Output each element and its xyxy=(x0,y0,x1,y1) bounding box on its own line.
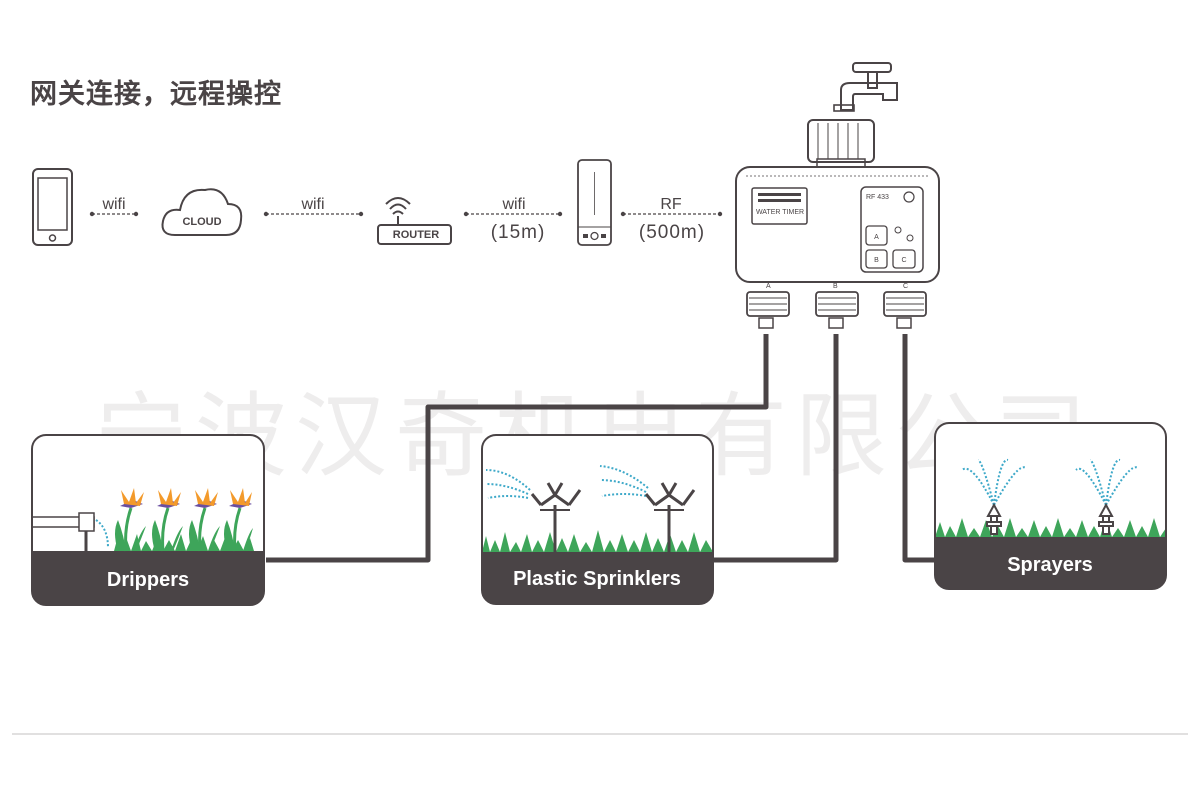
link-range: (15m) xyxy=(491,222,546,243)
cloud-label: CLOUD xyxy=(182,216,221,228)
router-label: ROUTER xyxy=(393,229,440,241)
timer-panel-label: WATER TIMER xyxy=(756,209,804,216)
outlet-c xyxy=(883,291,927,329)
scene-sprayers: Sprayers xyxy=(934,422,1167,590)
outlet-label: A xyxy=(766,283,771,290)
timer-button-b xyxy=(865,249,888,269)
scene-label: Drippers xyxy=(107,569,189,591)
water-timer-device: WATER TIMER RF 433 A B C A B C xyxy=(735,119,940,329)
outlet-a xyxy=(746,291,790,329)
sprayer-nozzle xyxy=(1098,502,1114,535)
link-label: wifi xyxy=(300,196,324,213)
link-range: (500m) xyxy=(639,222,705,243)
outlet-label: B xyxy=(833,283,838,290)
scene-plastic-sprinklers: Plastic Sprinklers xyxy=(481,434,714,605)
flower-plant xyxy=(189,488,220,552)
link-label: RF xyxy=(660,196,682,213)
link-router-gateway: wifi (15m) xyxy=(463,196,563,243)
hose-to-sprayers xyxy=(902,334,936,563)
timer-button-c xyxy=(892,249,916,269)
outlet-b xyxy=(815,291,859,329)
sprinkler-head xyxy=(644,482,696,552)
sprayer-nozzle xyxy=(986,502,1002,535)
scene-label: Sprayers xyxy=(1007,554,1093,576)
timer-button-label: B xyxy=(874,257,879,264)
rf-label: RF 433 xyxy=(866,194,889,201)
router-icon: ROUTER xyxy=(377,197,452,245)
link-phone-cloud: wifi xyxy=(89,196,139,217)
smartphone-icon xyxy=(32,168,73,246)
flower-plant xyxy=(152,488,183,552)
timer-button-a xyxy=(865,225,888,246)
outlet-label: C xyxy=(903,283,908,290)
hose-lines xyxy=(266,334,936,563)
cloud-icon: CLOUD xyxy=(161,188,243,236)
flower-plant xyxy=(115,488,146,552)
flower-plant xyxy=(224,488,253,552)
page-title: 网关连接，远程操控 xyxy=(30,79,282,110)
faucet-icon xyxy=(833,62,898,112)
scene-label: Plastic Sprinklers xyxy=(513,568,681,590)
link-cloud-router: wifi xyxy=(263,196,364,217)
scene-drippers: Drippers xyxy=(31,434,265,606)
timer-button-label: C xyxy=(901,257,906,264)
hose-to-drippers xyxy=(266,334,769,563)
sprinkler-head xyxy=(530,482,582,552)
link-gateway-timer: RF (500m) xyxy=(620,196,723,243)
link-label: wifi xyxy=(501,196,525,213)
hose-to-sprinklers xyxy=(714,334,839,563)
gateway-icon xyxy=(577,159,612,246)
timer-button-label: A xyxy=(874,234,879,241)
link-label: wifi xyxy=(101,196,125,213)
